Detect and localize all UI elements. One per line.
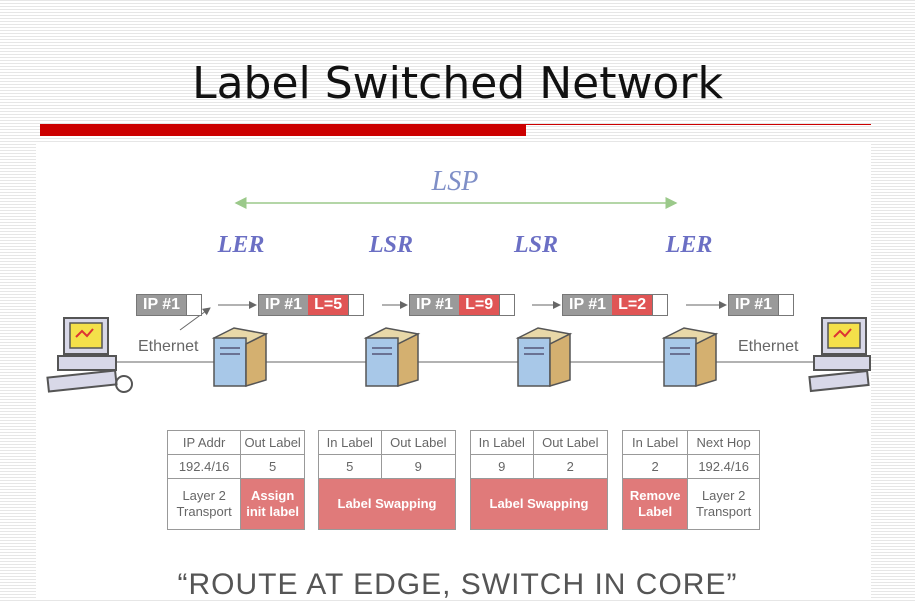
node-label-ler: LER [217,232,265,258]
right-computer-icon [808,317,871,393]
router-icon-4 [661,327,719,388]
table-cell: 2 [621,454,689,479]
table-action-highlight: Remove Label [621,478,689,530]
router-icon-1 [211,327,269,388]
table-action-highlight: Assign init label [240,478,305,530]
table-cell: 5 [240,454,305,479]
node-label-lsr: LSR [368,232,413,258]
table-action-highlight: Label Swapping [318,478,456,530]
table-header: Out Label [240,430,305,455]
packet: IP #1 [728,294,795,316]
lsr-table: In Label Out Label 5 9 Label Swapping [318,430,457,530]
ler-ingress-table: IP Addr Out Label 192.4/16 5 Layer 2 Tra… [166,430,305,530]
table-header: In Label [470,430,534,455]
packet: IP #1 L=2 [562,294,669,316]
table-cell: 9 [380,454,457,479]
packet-ip: IP #1 [410,295,460,315]
title-underline-line [526,124,871,125]
packet-label: L=5 [308,295,349,315]
slide-title: Label Switched Network [192,58,723,109]
lsr-table: In Label Out Label 9 2 Label Swapping [470,430,609,530]
router-icon-2 [363,327,421,388]
table-header: Next Hop [687,430,760,455]
packet: IP #1 L=5 [258,294,365,316]
packet-payload [652,295,668,315]
table-action-highlight: Label Swapping [470,478,608,530]
table-header: IP Addr [166,430,242,455]
table-cell: 9 [470,454,534,479]
ler-egress-table: In Label Next Hop 2 192.4/16 Remove Labe… [621,430,760,530]
packet-ip: IP #1 [137,295,187,315]
table-action: Layer 2 Transport [166,478,242,530]
table-cell: 192.4/16 [687,454,760,479]
packet-ip: IP #1 [563,295,613,315]
table-header: Out Label [380,430,457,455]
router-icon-3 [515,327,573,388]
node-label-lsr: LSR [513,232,558,258]
table-header: Out Label [532,430,609,455]
table-cell: 192.4/16 [166,454,242,479]
packet-ip: IP #1 [259,295,309,315]
packet-label: L=9 [459,295,500,315]
left-computer-icon [46,317,133,393]
packet: IP #1 L=9 [409,294,516,316]
title-underline-bar [40,124,526,136]
ingress-arrow [179,307,211,331]
packet-payload [348,295,364,315]
table-action: Layer 2 Transport [687,478,760,530]
packet-ip: IP #1 [729,295,779,315]
packet-label: L=2 [612,295,653,315]
table-cell: 2 [532,454,609,479]
slide-motto: “ROUTE AT EDGE, SWITCH IN CORE” [177,568,738,601]
ethernet-label-left: Ethernet [138,338,199,355]
table-header: In Label [318,430,382,455]
packet-payload [499,295,515,315]
lsp-label: LSP [431,166,479,197]
packet-payload [778,295,794,315]
table-header: In Label [621,430,689,455]
node-label-ler: LER [665,232,713,258]
table-cell: 5 [318,454,382,479]
packet-payload [186,295,202,315]
ethernet-label-right: Ethernet [738,338,799,355]
packet: IP #1 [136,294,203,316]
